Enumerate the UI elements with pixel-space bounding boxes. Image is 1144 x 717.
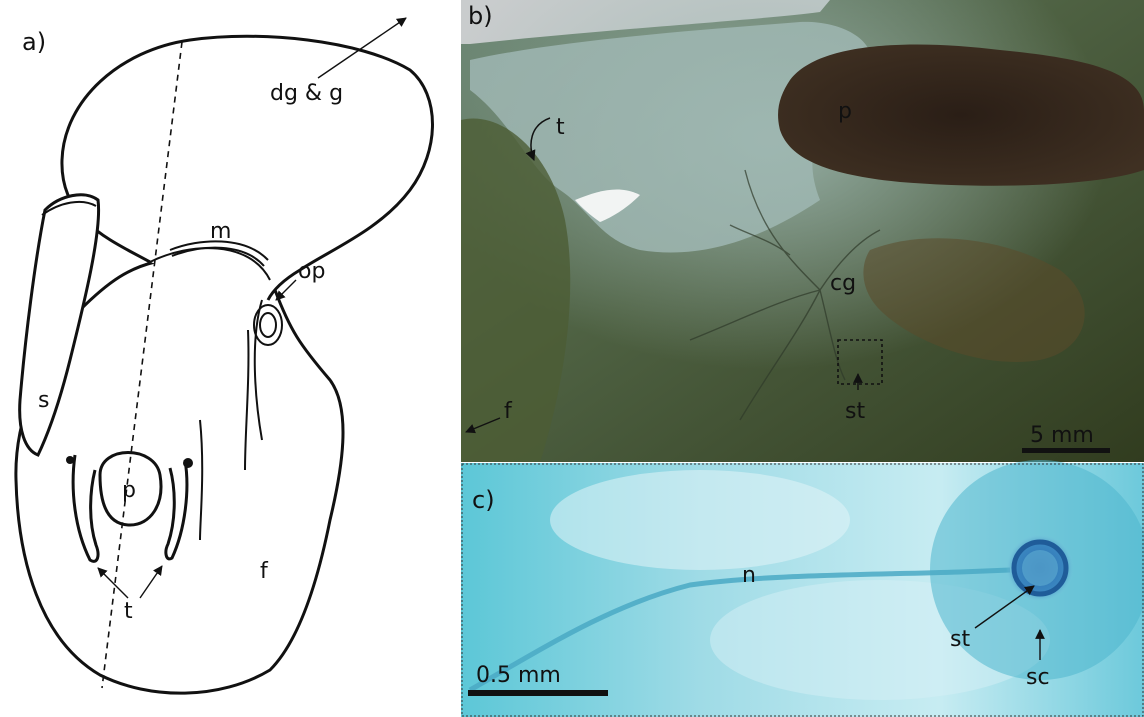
label-c-n: n [742, 563, 756, 588]
panel-a: a) dg & g [16, 18, 433, 693]
panel-b-proboscis [778, 44, 1144, 185]
label-c-st: st [950, 627, 970, 652]
visceral-mass-outline [62, 36, 433, 300]
label-b-cg: cg [830, 271, 856, 296]
panel-b-label: b) [468, 2, 493, 30]
statocyst [1006, 534, 1074, 602]
panel-a-label: a) [22, 28, 46, 56]
label-p: p [122, 478, 136, 503]
scale-bar-b [1022, 448, 1110, 453]
label-dg-g: dg & g [270, 81, 343, 106]
label-b-t: t [556, 115, 565, 140]
label-s: s [38, 388, 49, 413]
panel-c-label: c) [472, 486, 495, 514]
label-b-f: f [504, 399, 513, 424]
panel-c: c) n st sc 0.5 mm [461, 460, 1144, 717]
label-op: op [298, 259, 325, 284]
eye-left [66, 456, 74, 464]
scale-bar-b-label: 5 mm [1030, 423, 1094, 448]
label-b-st: st [845, 399, 865, 424]
label-c-sc: sc [1026, 665, 1050, 690]
eye-right [183, 458, 193, 468]
label-f: f [260, 559, 269, 584]
label-b-p: p [838, 99, 852, 124]
label-t: t [124, 599, 133, 624]
label-m: m [210, 219, 231, 244]
scale-bar-c-label: 0.5 mm [476, 663, 561, 688]
panel-b: b) t p cg st f 5 mm [461, 0, 1144, 462]
scale-bar-c [468, 690, 608, 696]
